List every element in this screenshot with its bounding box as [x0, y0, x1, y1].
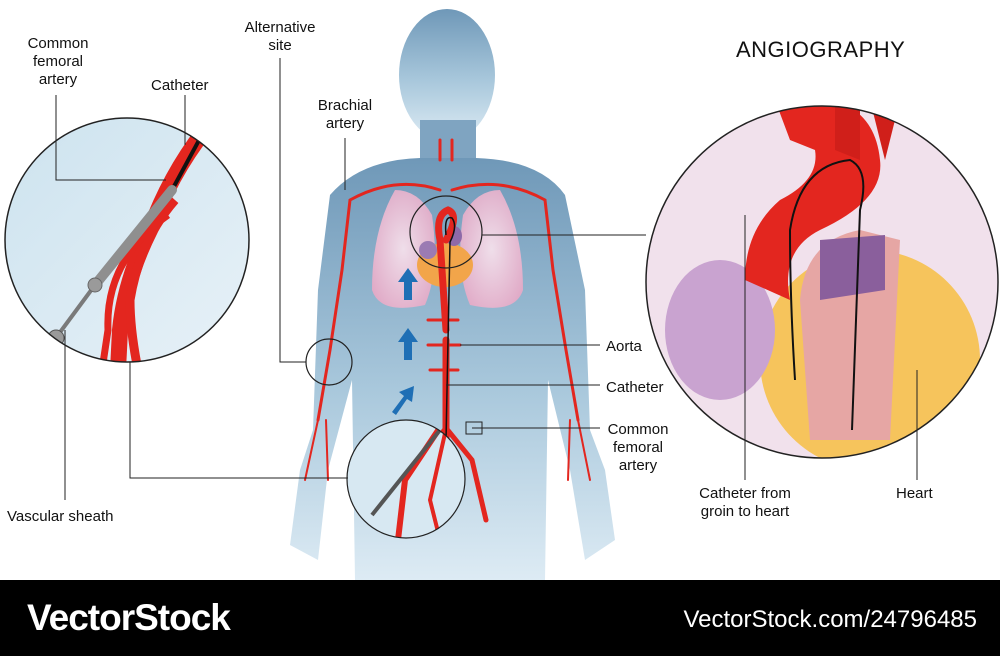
catheter-line	[411, 216, 456, 516]
label-heart: Heart	[896, 485, 933, 502]
diagram-canvas	[4, 9, 999, 580]
leader-lines	[55, 58, 918, 500]
brand-logo-text: VectorStock	[27, 597, 231, 638]
lungs	[372, 190, 523, 308]
label-brachial-artery: Brachial artery	[317, 97, 373, 132]
label-common-femoral-artery-right: Common femoral artery	[607, 421, 669, 474]
label-aorta: Aorta	[606, 338, 642, 355]
label-catheter-top: Catheter	[151, 77, 209, 94]
callout-circle-heart	[409, 195, 483, 269]
watermark-footer: VectorStock VectorStock.com/24796485	[0, 580, 1000, 656]
label-vascular-sheath: Vascular sheath	[7, 508, 114, 525]
diagram-title: ANGIOGRAPHY	[736, 37, 906, 62]
label-alternative-site: Alternative site	[244, 19, 316, 54]
groin-zoom	[346, 419, 466, 539]
right-zoom-circle	[645, 105, 999, 459]
label-catheter-from-groin: Catheter from groin to heart	[699, 485, 791, 520]
label-common-femoral-artery-left: Common femoral artery	[27, 35, 89, 88]
left-zoom-circle	[4, 117, 250, 363]
direction-arrows	[392, 268, 418, 415]
label-catheter-body: Catheter	[606, 379, 664, 396]
image-id-url: VectorStock.com/24796485	[683, 606, 977, 633]
